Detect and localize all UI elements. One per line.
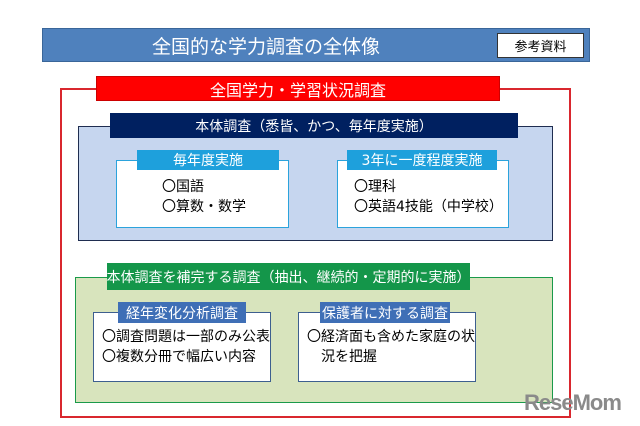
list-item: 〇理科 xyxy=(354,179,396,195)
trend-title: 経年変化分析調査 xyxy=(118,302,246,323)
reference-label: 参考資料 xyxy=(497,33,584,58)
supplement-title: 本体調査を補完する調査（抽出、継続的・定期的に実施） xyxy=(107,263,471,290)
main-survey-title: 本体調査（悉皆、かつ、毎年度実施） xyxy=(110,113,518,138)
parents-title: 保護者に対する調査 xyxy=(320,302,450,323)
watermark-logo: ReseMom xyxy=(524,390,622,415)
list-item: 〇経済面も含めた家庭の状 xyxy=(307,329,475,345)
trend-box: 〇調査問題は一部のみ公表 〇複数分冊で幅広い内容 xyxy=(93,312,271,382)
triennial-title: 3年に一度程度実施 xyxy=(347,150,497,170)
list-item: 〇算数・数学 xyxy=(162,199,246,215)
list-item: 〇国語 xyxy=(162,179,204,195)
parents-box: 〇経済面も含めた家庭の状 況を把握 xyxy=(298,312,476,382)
page-title: 全国的な学力調査の全体像 xyxy=(151,35,380,58)
survey-title: 全国学力・学習状況調査 xyxy=(96,76,500,101)
triennial-box: 〇理科 〇英語4技能（中学校） xyxy=(337,160,509,228)
list-item: 〇複数分冊で幅広い内容 xyxy=(102,349,256,365)
annual-box: 〇国語 〇算数・数学 xyxy=(116,160,289,228)
list-item: 〇英語4技能（中学校） xyxy=(354,199,503,215)
list-item: 〇調査問題は一部のみ公表 xyxy=(102,329,270,345)
list-item: 況を把握 xyxy=(307,349,377,365)
annual-title: 毎年度実施 xyxy=(137,150,279,170)
